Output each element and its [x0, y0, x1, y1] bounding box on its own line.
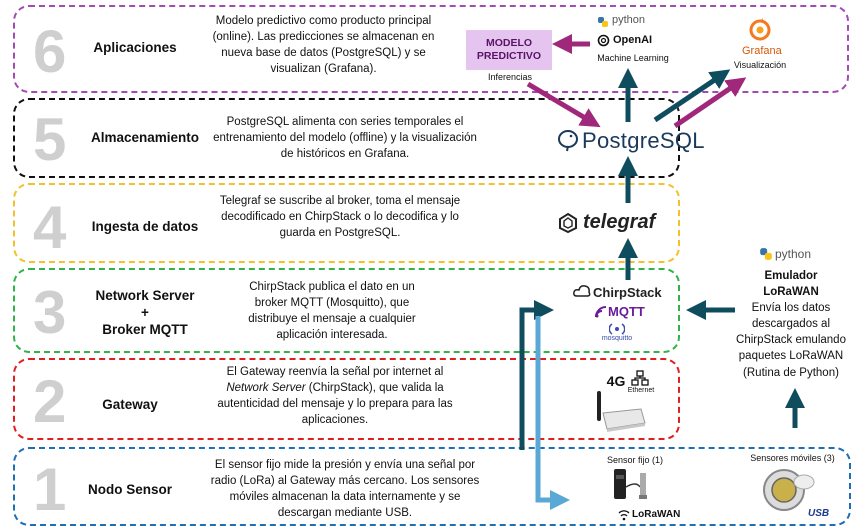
- gateway-device-icon: [585, 385, 647, 440]
- layer-4-desc: Telegraf se suscribe al broker, toma el …: [219, 195, 461, 239]
- arrow-gateway-to-chirpstack: [519, 300, 554, 450]
- mqtt-label: MQTT: [608, 304, 645, 319]
- layer-1-nodo-sensor: [13, 447, 851, 526]
- inferencias-label: Inferencias: [487, 72, 533, 82]
- layer-1-title: Nodo Sensor: [87, 482, 172, 497]
- layer-2-number: 2: [33, 368, 67, 435]
- arrow-postgres-to-grafana: [653, 69, 731, 123]
- layer-1-desc: El sensor fijo mide la presión y envía u…: [210, 459, 480, 519]
- layer-2-gateway: [13, 358, 680, 440]
- openai-icon: [597, 34, 610, 52]
- python-icon: [597, 15, 609, 33]
- emulator-text: Emulador LoRaWAN Envía los datos descarg…: [735, 268, 847, 381]
- postgres-elephant-icon: [556, 128, 580, 157]
- emulator-desc: Envía los datos descargados al ChirpStac…: [736, 302, 846, 379]
- chirpstack-icon: [573, 284, 591, 303]
- layer-1-number: 1: [33, 456, 67, 523]
- grafana-label: Grafana: [742, 45, 782, 57]
- layer-3-number: 3: [33, 279, 67, 346]
- mqtt-icon: [595, 305, 607, 323]
- telegraf-icon: [557, 212, 579, 239]
- layer-3-title: Network Server + Broker MQTT: [75, 288, 215, 339]
- python-icon-emulator: [759, 247, 773, 266]
- openai-label: OpenAI: [613, 34, 653, 46]
- layer-6-desc: Modelo predictivo como producto principa…: [212, 15, 435, 75]
- sensor-fijo-label: Sensor fijo (1): [606, 455, 664, 465]
- layer-2-desc-em: Network Server: [226, 381, 306, 394]
- layer-5-title: Almacenamiento: [90, 130, 200, 145]
- layer-2-desc-post: (ChirpStack), que valida la autenticidad…: [217, 381, 453, 426]
- layer-5-desc: PostgreSQL alimenta con series temporale…: [213, 116, 477, 160]
- mosquitto-label: mosquitto: [601, 335, 633, 342]
- layer-5-number: 5: [33, 106, 67, 173]
- ethernet-icon: [631, 370, 649, 391]
- layer-4-number: 4: [33, 194, 67, 261]
- usb-label: USB: [808, 508, 830, 519]
- layer-3-title-line1: Network Server: [95, 288, 195, 303]
- layer-6-number: 6: [33, 18, 67, 85]
- layer-3-title-line2: +: [141, 304, 149, 320]
- layer-3-desc: ChirpStack publica el dato en un broker …: [248, 281, 416, 341]
- telegraf-label: telegraf: [583, 211, 656, 233]
- layer-2-desc-pre: El Gateway reenvía la señal por internet…: [226, 366, 444, 378]
- chirpstack-label: ChirpStack: [593, 285, 662, 300]
- postgresql-label: PostgreSQL: [582, 128, 705, 153]
- grafana-icon: [748, 18, 772, 47]
- ethernet-label: Ethernet: [627, 387, 655, 394]
- sensor-fijo-icon: [612, 467, 656, 512]
- visualizacion-label: Visualización: [733, 60, 787, 70]
- sensores-moviles-label: Sensores móviles (3): [750, 453, 835, 463]
- lora-wifi-icon: [618, 508, 630, 526]
- python-label-emulator: python: [775, 247, 812, 261]
- sensor-movil-icon: [760, 468, 816, 517]
- layer-6-title: Aplicaciones: [93, 40, 177, 55]
- layer-4-ingesta: [13, 183, 680, 263]
- layer-2-desc: El Gateway reenvía la señal por internet…: [215, 365, 455, 428]
- python-label-apps: python: [612, 14, 646, 26]
- layer-6-aplicaciones: [13, 5, 849, 93]
- arrow-sensor-to-gateway: [535, 316, 570, 510]
- arrow-inferencias-to-postgres: [526, 81, 601, 128]
- layer-3-network: [13, 268, 680, 353]
- layer-3-title-line3: Broker MQTT: [102, 321, 188, 337]
- arrow-predictions-to-grafana: [673, 77, 747, 129]
- mosquitto-icon: [608, 322, 626, 340]
- modelo-predictivo-box: MODELO PREDICTIVO: [466, 30, 552, 70]
- lorawan-label: LoRaWAN: [632, 509, 681, 520]
- layer-2-title: Gateway: [102, 397, 158, 412]
- emulator-title-line2: LoRaWAN: [763, 286, 819, 299]
- machine-learning-label: Machine Learning: [597, 53, 669, 63]
- layer-5-almacenamiento: [13, 98, 680, 178]
- fourg-label: 4G: [606, 373, 626, 389]
- layer-4-title: Ingesta de datos: [91, 219, 199, 234]
- emulator-title-line1: Emulador: [764, 270, 818, 282]
